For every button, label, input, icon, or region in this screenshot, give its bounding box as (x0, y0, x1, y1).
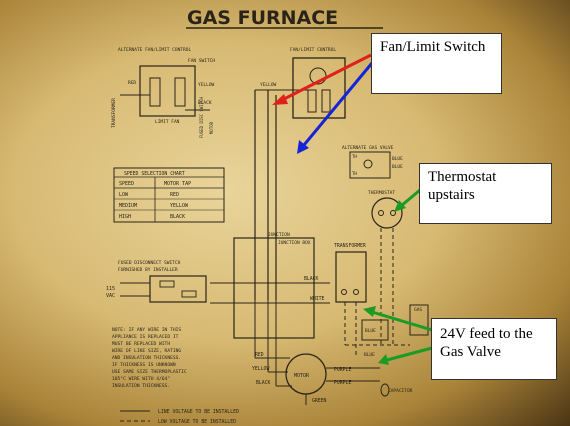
motor-red-label: RED (255, 352, 264, 358)
note-line-3: MUST BE REPLACED WITH (112, 341, 170, 347)
transformer-terminal-2 (353, 289, 359, 295)
fan-limit-dial (309, 67, 327, 85)
speed-chart-medium-tap: YELLOW (170, 203, 189, 209)
gas-valve-box (361, 319, 389, 341)
motor-vertical-label: MOTOR (209, 121, 214, 134)
alt-gas-th-2: TH (352, 171, 357, 176)
speed-chart-title: SPEED SELECTION CHART (124, 171, 185, 177)
alt-gas-valve-box (349, 151, 391, 179)
motor-black-label: BLACK (256, 380, 271, 386)
wire-note: NOTE: IF ANY WIRE IN THIS APPLIANCE IS R… (112, 327, 187, 389)
alt-gas-valve-label: ALTERNATE GAS VALVE (342, 145, 394, 151)
fan-limit-box (292, 57, 346, 119)
purple-label-2: PURPLE (334, 380, 351, 386)
legend-low-voltage: LOW VOLTAGE TO BE INSTALLED (158, 419, 236, 425)
gas-valve-blue-label-2: BLUE (364, 352, 375, 358)
alt-fan-limit-box (139, 65, 196, 117)
note-line-6: IF THICKNESS IS UNKNOWN (112, 362, 176, 368)
legend-line-voltage: LINE VOLTAGE TO BE INSTALLED (158, 409, 239, 415)
vac-115-label: 115 (106, 286, 115, 292)
capacitor-symbol (380, 383, 390, 397)
note-line-4: WIRE OF LIKE SIZE, RATING (112, 348, 181, 354)
gas-label: GAS (414, 307, 422, 313)
purple-label-1: PURPLE (334, 367, 351, 373)
main-yellow-label: YELLOW (260, 82, 277, 88)
thermostat-terminal-2 (390, 210, 396, 216)
diagram-title: GAS FURNACE (187, 7, 338, 29)
motor-label: MOTOR (294, 373, 310, 379)
capacitor-label: CAPACITOR (388, 388, 413, 394)
transformer-label: TRANSFORMER (334, 243, 366, 249)
thermostat-symbol (371, 197, 403, 229)
alt-fan-limit-label: ALTERNATE FAN/LIMIT CONTROL (118, 47, 191, 53)
gas-valve-feed-callout: 24V feed to the Gas Valve (431, 318, 557, 380)
fused-disconnect-label-2: FURNISHED BY INSTALLER (118, 267, 178, 273)
green-label: GREEN (312, 398, 327, 404)
alt-yellow-label: YELLOW (198, 82, 215, 88)
note-line-5: AND INSULATION THICKNESS. (112, 355, 181, 361)
alt-gas-valve-terminal (363, 159, 373, 169)
green-arrow-feed-2 (378, 346, 433, 365)
speed-chart-low-tap: RED (170, 192, 179, 198)
thermostat-label: THERMOSTAT (368, 190, 395, 196)
speed-chart-high-tap: BLACK (170, 214, 185, 220)
alt-red-label: RED (128, 80, 136, 86)
junction-box (233, 237, 315, 339)
alt-black-label: BLACK (198, 100, 212, 106)
transformer-box (335, 251, 367, 303)
transformer-vertical-label: TRANSFORMER (111, 98, 117, 128)
fan-limit-terminal-2 (321, 89, 331, 113)
red-arrow (272, 53, 372, 105)
junction-box-label: JUNCTION BOX (278, 240, 311, 246)
fan-limit-callout: Fan/Limit Switch (371, 33, 502, 94)
note-line-8: 105°C WIRE WITH 4/64" (112, 376, 170, 382)
fused-disc-vertical-label: FUSED DISC SWITCH (199, 96, 204, 138)
fused-disconnect-label-1: FUSED DISCONNECT SWITCH (118, 260, 181, 266)
junction-label-1: JUNCTION (268, 232, 290, 238)
note-line-1: NOTE: IF ANY WIRE IN THIS (112, 327, 181, 333)
thermostat-terminal-1 (378, 210, 384, 216)
alt-terminal-2 (174, 77, 186, 107)
blue-arrow (297, 62, 374, 154)
fused-disconnect-box (149, 275, 207, 303)
alt-gas-th-1: TH (352, 154, 357, 159)
motor-yellow-label: YELLOW (252, 366, 269, 372)
fan-limit-control-label: FAN/LIMIT CONTROL (290, 47, 336, 53)
vac-label: VAC (106, 293, 115, 299)
speed-chart-low: LOW (119, 192, 129, 198)
fan-limit-terminal-1 (307, 89, 317, 113)
fuse-2 (181, 290, 197, 298)
thermostat-callout: Thermostat upstairs (419, 163, 552, 224)
gas-valve-component (409, 304, 429, 336)
note-line-2: APPLIANCE IS REPLACED IT (112, 334, 179, 340)
gas-valve-blue-label: BLUE (365, 328, 376, 334)
speed-chart-high: HIGH (119, 214, 131, 220)
speed-selection-chart: SPEED SELECTION CHART SPEED MOTOR TAP LO… (113, 167, 225, 223)
junction-black-label: BLACK (304, 276, 319, 282)
fan-switch-label: FAN SWITCH (188, 58, 215, 64)
junction-white-label: WHITE (310, 296, 325, 302)
speed-chart-header-speed: SPEED (119, 181, 134, 187)
alt-gas-blue-1: BLUE (392, 156, 403, 162)
green-arrow-thermostat (394, 188, 421, 212)
limit-fan-label: LIMIT FAN (155, 119, 180, 125)
alt-gas-blue-2: BLUE (392, 164, 403, 170)
speed-chart-header-tap: MOTOR TAP (164, 181, 191, 187)
green-arrow-feed-1 (363, 306, 433, 332)
transformer-terminal-1 (341, 289, 347, 295)
alt-terminal-1 (149, 77, 161, 107)
note-line-7: USE SAME SIZE THERMOPLASTIC (112, 369, 187, 375)
speed-chart-medium: MEDIUM (119, 203, 137, 209)
fuse-1 (159, 280, 175, 288)
note-line-9: INSULATION THICKNESS. (112, 383, 170, 389)
